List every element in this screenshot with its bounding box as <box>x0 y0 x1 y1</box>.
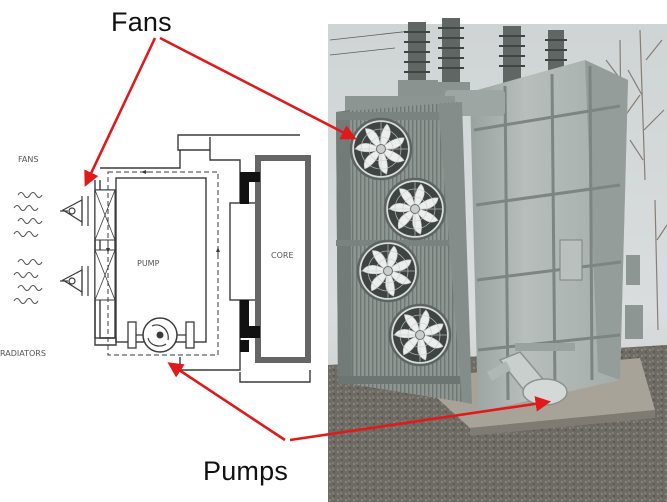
transformer-photo <box>328 18 667 502</box>
bushings <box>398 18 567 98</box>
fan-icon <box>60 196 89 226</box>
pumps-arrow-schematic <box>167 362 286 442</box>
callout-arrows <box>84 36 552 442</box>
fan-icon <box>349 117 413 181</box>
cooling-schematic: FANS PUMP CORE RADIATORS <box>0 134 311 383</box>
pumps-callout: Pumps <box>203 456 289 486</box>
pump-label: PUMP <box>137 259 160 268</box>
radiators-label: RADIATORS <box>0 349 46 358</box>
pump-icon <box>127 317 195 353</box>
fan-icon <box>60 266 89 296</box>
fan-icon <box>356 239 420 303</box>
main-tank <box>470 60 643 412</box>
fans-callout: Fans <box>111 7 172 37</box>
fan-icon <box>388 303 452 367</box>
fan-icon <box>383 177 447 241</box>
fans-arrow-schematic <box>84 37 157 187</box>
photo-pump <box>486 343 575 406</box>
airflow-wave-icon <box>13 191 43 305</box>
pumps-arrow-photo <box>289 396 552 442</box>
fans-label: FANS <box>18 155 38 164</box>
fans-arrow-photo <box>159 36 357 140</box>
core-label: CORE <box>271 251 294 260</box>
